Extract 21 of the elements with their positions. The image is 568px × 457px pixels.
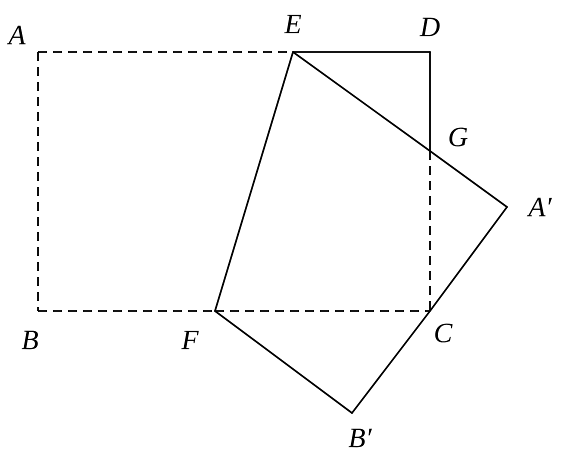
point-label: A′ <box>526 198 552 216</box>
line-segment <box>429 150 508 208</box>
point-label: G <box>449 128 468 146</box>
point-label: B <box>22 330 38 350</box>
line-segment <box>429 151 431 311</box>
line-segment <box>38 310 215 312</box>
line-segment <box>37 52 39 311</box>
point-label: B′ <box>348 428 372 448</box>
line-segment <box>292 51 431 152</box>
line-segment <box>429 206 508 312</box>
point-label: D <box>420 18 440 36</box>
line-segment <box>214 310 353 414</box>
point-label: A <box>6 26 26 44</box>
line-segment <box>215 310 430 312</box>
point-label: C <box>435 324 453 342</box>
point-label: F <box>181 330 199 350</box>
point-label: E <box>284 14 302 34</box>
line-segment <box>429 51 431 152</box>
line-segment <box>214 51 294 312</box>
line-segment <box>292 51 431 53</box>
line-segment <box>351 310 431 414</box>
